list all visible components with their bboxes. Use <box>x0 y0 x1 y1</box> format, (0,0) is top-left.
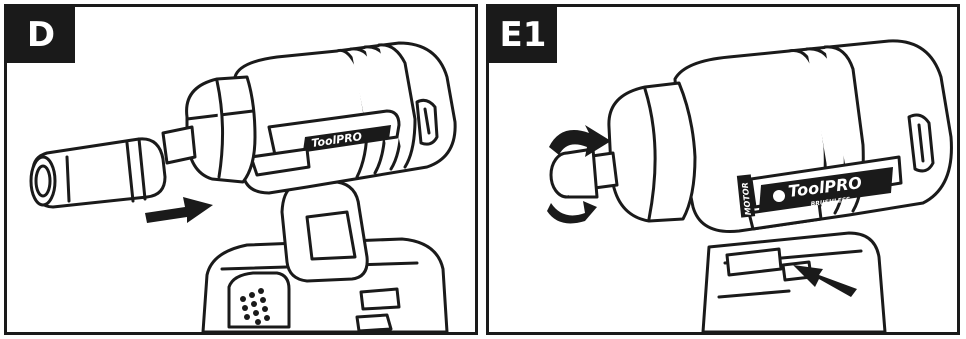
panel-e1: E1 <box>486 4 960 335</box>
quick-release-chuck <box>549 147 599 199</box>
tool-nose <box>583 81 697 223</box>
panel-label-e1: E1 <box>489 7 557 63</box>
panel-d: D <box>4 4 478 335</box>
motor-tag: MOTOR <box>736 174 756 218</box>
push-direction-arrow-icon <box>145 197 213 223</box>
brand-badge: ToolPRO BRUSHLESS <box>759 167 893 211</box>
panel-label-d: D <box>7 7 75 63</box>
impact-wrench-socket-illustration: ToolPRO <box>29 41 457 332</box>
impact-driver-bit-illustration: MOTOR ToolPRO BRUSHLESS <box>547 39 953 332</box>
svg-text:BRUSHLESS: BRUSHLESS <box>810 196 850 208</box>
battery-vent-icon <box>240 288 270 325</box>
tool-handle <box>701 231 887 332</box>
tool-nose <box>161 75 257 184</box>
tool-body <box>233 41 457 195</box>
tool-handle <box>280 180 401 332</box>
svg-text:MOTOR: MOTOR <box>741 182 753 216</box>
push-direction-arrow-icon <box>793 265 857 297</box>
socket <box>29 137 167 209</box>
rotate-chuck-arrow-icon <box>547 125 611 224</box>
